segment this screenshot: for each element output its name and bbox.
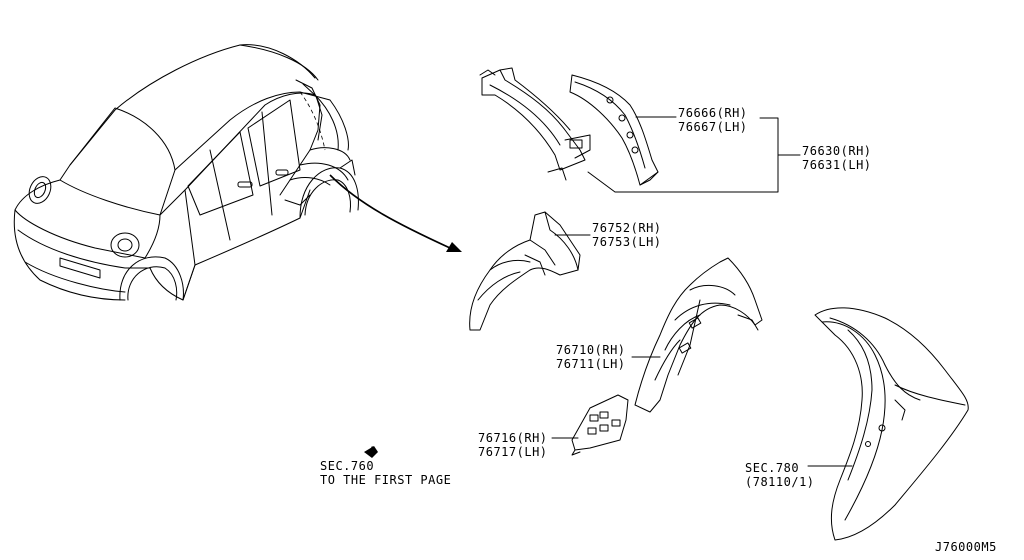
leader-lines xyxy=(551,116,853,467)
part-76752-label: 76752(RH) 76753(LH) xyxy=(592,221,662,249)
sec760-reference[interactable]: SEC.760 TO THE FIRST PAGE xyxy=(320,459,451,487)
part-76716-label: 76716(RH) 76717(LH) xyxy=(478,431,548,459)
part-76630-drawing xyxy=(479,67,591,181)
part-76752-drawing xyxy=(469,211,581,331)
sec760-code: SEC.760 xyxy=(320,459,375,473)
part-number-lh: 76711(LH) xyxy=(556,357,626,371)
sec780-ref: (78110/1) xyxy=(745,475,815,489)
part-76666-drawing xyxy=(569,74,659,186)
sec760-note: TO THE FIRST PAGE xyxy=(320,473,452,487)
part-number-lh: 76667(LH) xyxy=(678,120,748,134)
part-76630-label: 76630(RH) 76631(LH) xyxy=(802,144,872,172)
part-number-lh: 76753(LH) xyxy=(592,235,662,249)
car-illustration xyxy=(13,44,359,301)
sec780-reference[interactable]: SEC.780 (78110/1) xyxy=(745,461,815,489)
part-number-rh: 76710(RH) xyxy=(556,343,626,357)
part-76666-label: 76666(RH) 76667(LH) xyxy=(678,106,748,134)
drawing-id: J76000M5 xyxy=(935,540,997,554)
part-76710-label: 76710(RH) 76711(LH) xyxy=(556,343,626,371)
sec780-code: SEC.780 xyxy=(745,461,800,475)
part-number-rh: 76752(RH) xyxy=(592,221,662,235)
part-number-lh: 76631(LH) xyxy=(802,158,872,172)
pointer-arrow xyxy=(329,174,451,249)
part-number-rh: 76716(RH) xyxy=(478,431,548,445)
part-76716-drawing xyxy=(571,394,629,456)
part-number-rh: 76666(RH) xyxy=(678,106,748,120)
part-76710-drawing xyxy=(634,257,763,413)
sec780-panel-drawing xyxy=(814,307,969,541)
part-number-lh: 76717(LH) xyxy=(478,445,548,459)
part-number-rh: 76630(RH) xyxy=(802,144,872,158)
sec760-arrow-icon xyxy=(364,446,378,458)
